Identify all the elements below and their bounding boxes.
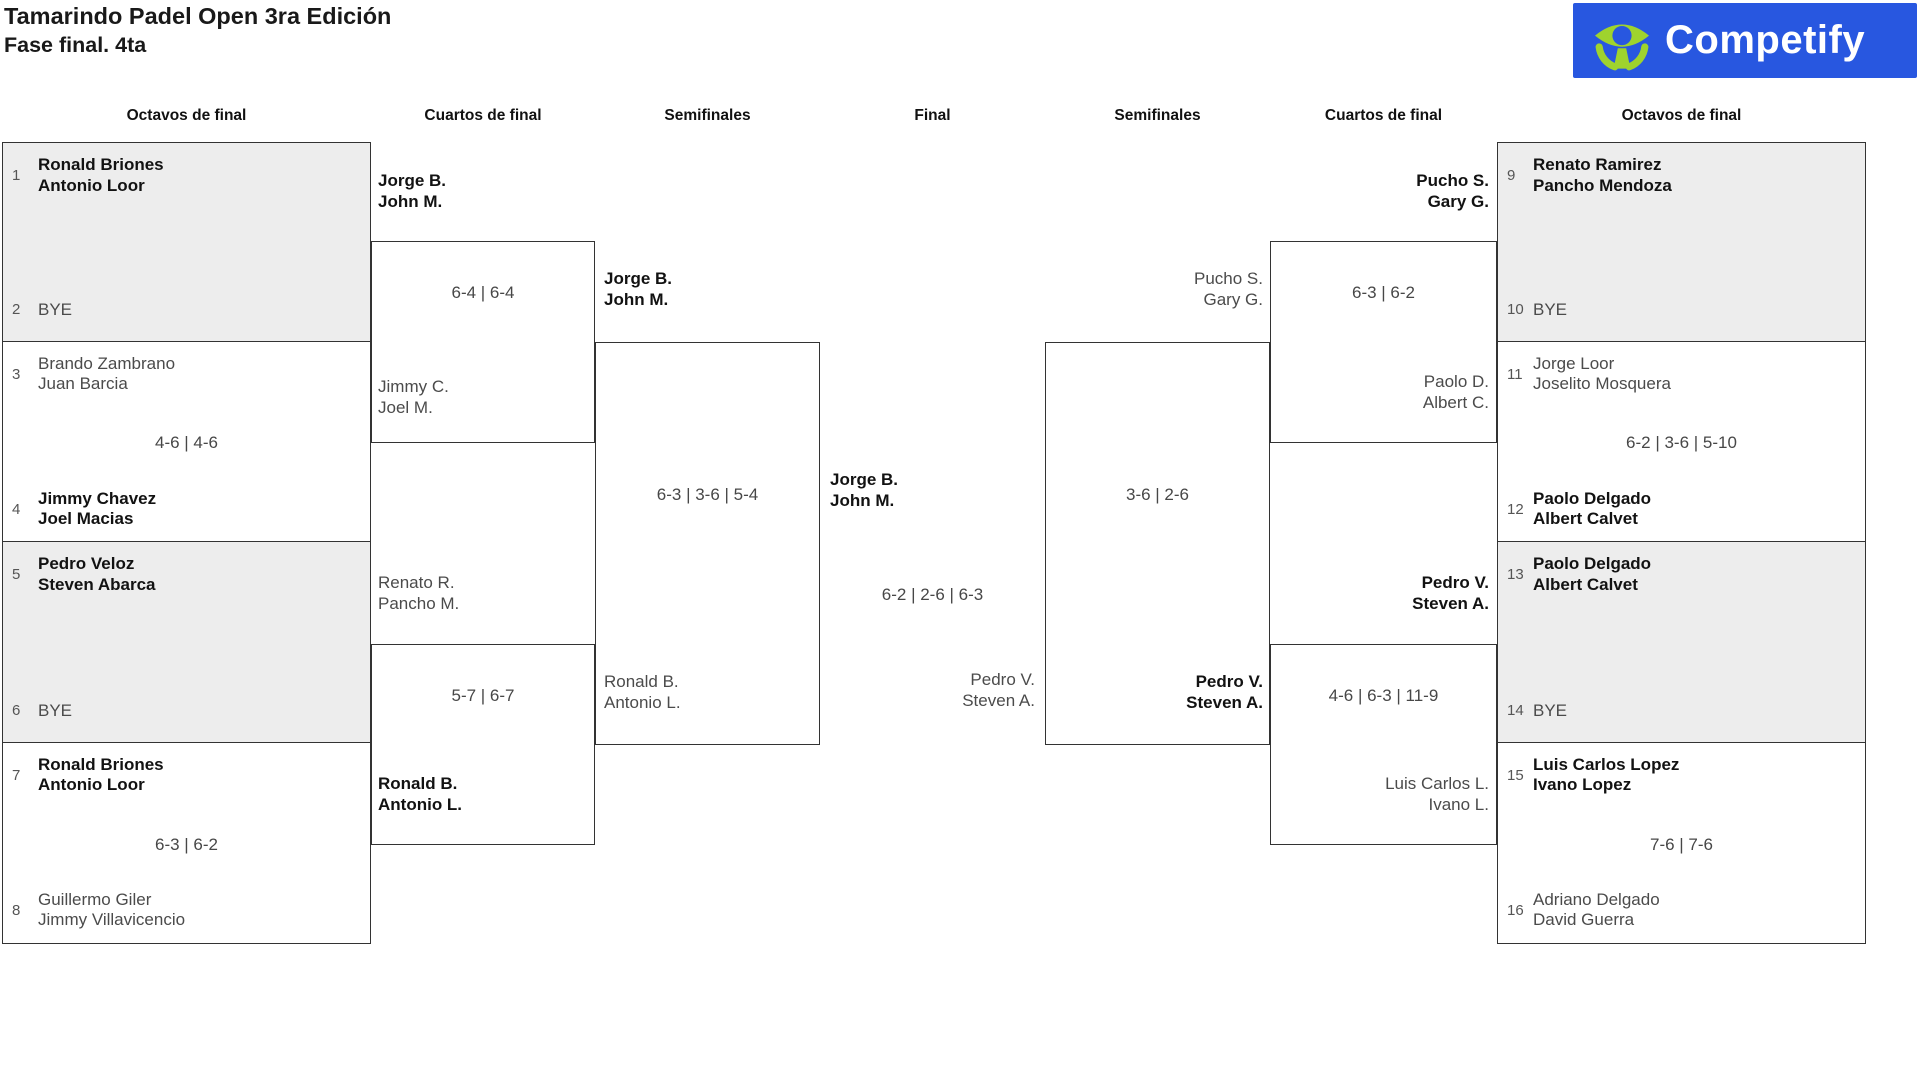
seed-number: 14	[1507, 702, 1524, 720]
competify-icon	[1595, 24, 1649, 70]
round-header-semis-right: Semifinales	[1114, 107, 1201, 124]
match-score: 3-6 | 2-6	[1125, 485, 1189, 504]
competify-logo: Competify	[1573, 3, 1917, 78]
seed-number: 9	[1507, 167, 1516, 184]
seed-number: 1	[12, 167, 21, 184]
logo-brand-text: Competify	[1665, 18, 1866, 62]
match-score: 7-6 | 7-6	[1649, 835, 1713, 854]
team-label: Paolo D.Albert C.	[1422, 372, 1489, 412]
match-score: 6-3 | 6-2	[154, 835, 218, 854]
match-score: 4-6 | 4-6	[154, 433, 218, 452]
team-label: Renato R.Pancho M.	[378, 573, 460, 613]
team-label: Pucho S.Gary G.	[1416, 171, 1489, 211]
page-title: Tamarindo Padel Open 3ra Edición	[4, 3, 392, 29]
round-header-cuartos-right: Cuartos de final	[1324, 107, 1443, 124]
seed-number: 13	[1507, 566, 1524, 583]
team-label: Ronald B.Antonio L.	[604, 672, 681, 712]
match-score: 5-7 | 6-7	[451, 686, 515, 705]
match-box-cuartos-left-1[interactable]	[371, 241, 595, 443]
team-row: 2 BYE	[12, 300, 362, 321]
match-score: 6-3 | 6-2	[1351, 283, 1415, 302]
round-header-final: Final	[914, 107, 951, 124]
team-row: 14 BYE	[1507, 701, 1857, 722]
seed-number: 16	[1507, 901, 1524, 919]
seed-number: 11	[1507, 365, 1523, 383]
seed-number: 2	[12, 301, 21, 319]
team-label: Ronald B.Antonio L.	[378, 774, 463, 814]
seed-number: 4	[12, 500, 21, 518]
finalist-label-left: Jorge B.John M.	[830, 470, 899, 510]
seed-number: 3	[12, 365, 21, 383]
team-row: 10 BYE	[1507, 300, 1857, 321]
match-box-semifinal-right[interactable]	[1045, 342, 1270, 745]
team-label: Jimmy C.Joel M.	[378, 377, 449, 417]
finalist-label-right: Pedro V.Steven A.	[962, 670, 1035, 710]
seed-number: 15	[1507, 766, 1524, 784]
seed-number: 12	[1507, 500, 1524, 518]
team-label: Pucho S.Gary G.	[1194, 269, 1263, 309]
seed-number: 10	[1507, 301, 1524, 319]
bye-label: BYE	[38, 700, 73, 720]
seed-number: 5	[12, 566, 21, 583]
round-header-octavos-right: Octavos de final	[1621, 107, 1742, 124]
team-label: Pedro V.Steven A.	[1412, 573, 1489, 613]
match-box-cuartos-right-2[interactable]	[1270, 644, 1497, 845]
team-label: Pedro V.Steven A.	[1186, 672, 1263, 712]
match-score: 6-4 | 6-4	[451, 283, 515, 302]
match-score: 6-2 | 3-6 | 5-10	[1626, 433, 1737, 452]
match-score: 4-6 | 6-3 | 11-9	[1328, 686, 1439, 705]
seed-number: 8	[12, 901, 21, 919]
seed-number: 6	[12, 702, 21, 720]
bye-label: BYE	[1533, 700, 1568, 720]
team-label: Jorge B.John M.	[604, 269, 673, 309]
match-box-semifinal-left[interactable]	[595, 342, 820, 745]
round-header-octavos-left: Octavos de final	[126, 107, 247, 124]
final-score: 6-2 | 2-6 | 6-3	[881, 585, 984, 604]
match-box-cuartos-left-2[interactable]	[371, 644, 595, 845]
bye-label: BYE	[38, 299, 73, 319]
round-header-semis-left: Semifinales	[664, 107, 751, 124]
seed-number: 7	[12, 766, 21, 784]
round-header-cuartos-left: Cuartos de final	[424, 107, 542, 124]
team-row: 6 BYE	[12, 701, 362, 722]
match-score: 6-3 | 3-6 | 5-4	[656, 485, 759, 504]
page-subtitle: Fase final. 4ta	[4, 33, 147, 57]
team-label: Luis Carlos L.Ivano L.	[1385, 774, 1489, 814]
match-box-cuartos-right-1[interactable]	[1270, 241, 1497, 443]
team-label: Jorge B.John M.	[378, 171, 447, 211]
bye-label: BYE	[1533, 299, 1568, 319]
